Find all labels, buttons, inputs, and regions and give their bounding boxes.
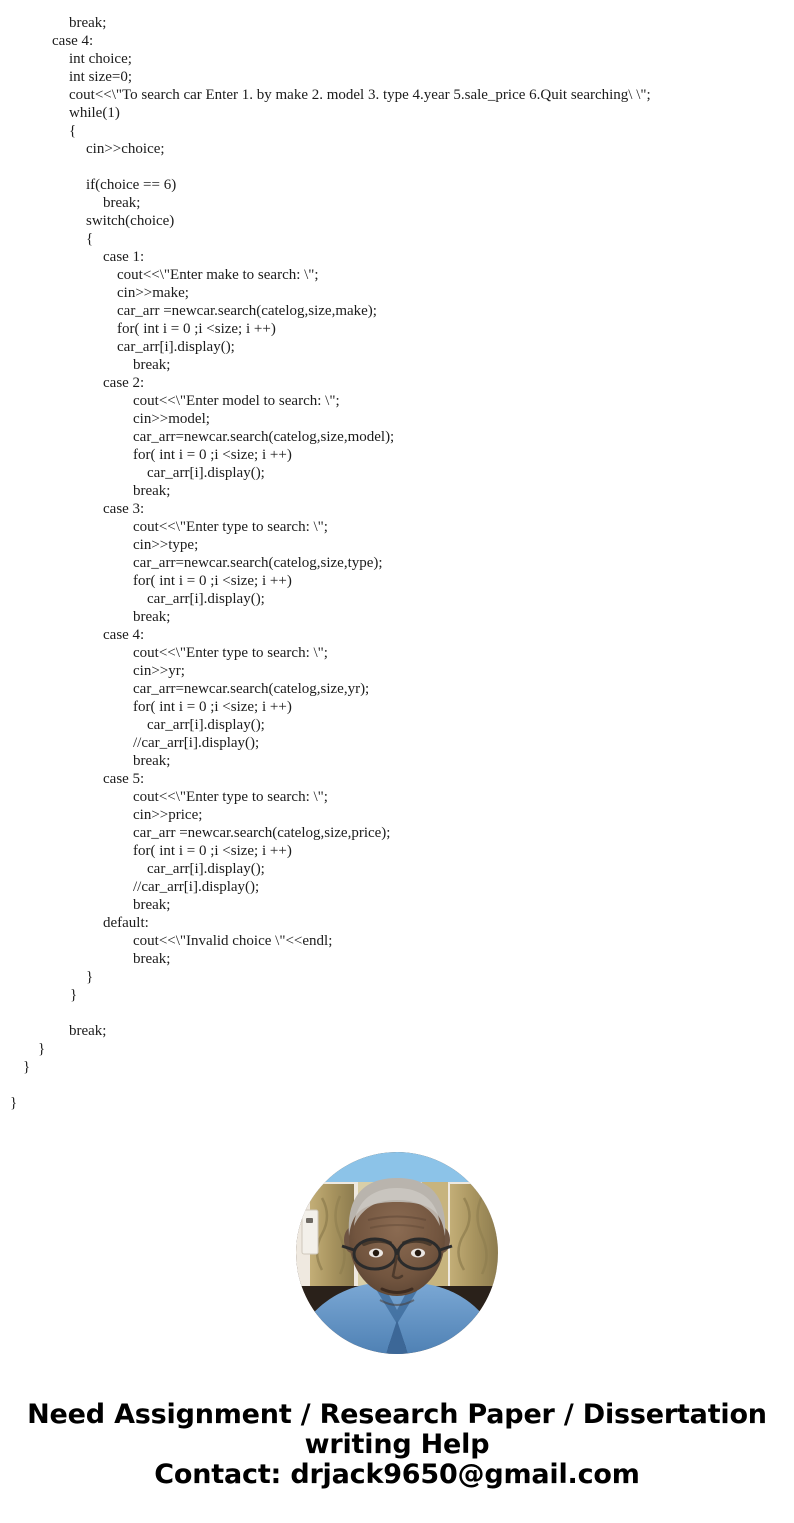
code-line: case 2: (103, 375, 145, 391)
code-line: cout<<\"Enter type to search: \"; (133, 645, 328, 661)
code-line: } (10, 1095, 18, 1111)
code-line: cin>>yr; (133, 663, 185, 679)
code-line (0, 158, 794, 176)
code-line: car_arr[i].display(); (147, 591, 265, 607)
code-line: case 4: (103, 627, 145, 643)
code-line: case 5: (103, 771, 145, 787)
code-line: break; (133, 609, 171, 625)
code-line: cout<<\"Enter type to search: \"; (133, 789, 328, 805)
code-line: car_arr =newcar.search(catelog,size,pric… (133, 825, 391, 841)
code-line: while(1) (69, 105, 120, 121)
code-line: cin>>type; (133, 537, 199, 553)
code-line: break; (103, 195, 141, 211)
footer-line-1: Need Assignment / Research Paper / Disse… (27, 1399, 767, 1430)
code-line: car_arr=newcar.search(catelog,size,yr); (133, 681, 370, 697)
code-line: break; (69, 15, 107, 31)
footer-contact-line: Contact: drjack9650@gmail.com (154, 1459, 640, 1490)
code-line: break; (133, 951, 171, 967)
code-line: car_arr[i].display(); (147, 861, 265, 877)
code-line: case 1: (103, 249, 145, 265)
user-portrait-photo-icon (296, 1152, 498, 1354)
code-line: { (69, 123, 77, 139)
code-line: if(choice == 6) (86, 177, 177, 193)
code-line: break; (133, 483, 171, 499)
code-line: car_arr=newcar.search(catelog,size,model… (133, 429, 395, 445)
code-line: cout<<\"Invalid choice \"<<endl; (133, 933, 333, 949)
code-line: } (23, 1059, 31, 1075)
code-line: for( int i = 0 ;i <size; i ++) (133, 573, 292, 589)
code-line: cin>>model; (133, 411, 210, 427)
code-line: break; (69, 1023, 107, 1039)
code-line: break; (133, 897, 171, 913)
code-line: int choice; (69, 51, 132, 67)
code-line: default: (103, 915, 149, 931)
code-line: cout<<\"Enter model to search: \"; (133, 393, 340, 409)
code-line: car_arr[i].display(); (117, 339, 235, 355)
code-line: for( int i = 0 ;i <size; i ++) (133, 699, 292, 715)
code-line: //car_arr[i].display(); (133, 735, 260, 751)
code-line: break; (133, 357, 171, 373)
code-line: cout<<\"Enter type to search: \"; (133, 519, 328, 535)
code-line: cout<<\"Enter make to search: \"; (117, 267, 319, 283)
code-line: break; (133, 753, 171, 769)
avatar (296, 1152, 498, 1354)
code-line: } (70, 987, 78, 1003)
portrait-illustration (296, 1152, 498, 1354)
code-line: } (86, 969, 94, 985)
code-line: car_arr=newcar.search(catelog,size,type)… (133, 555, 383, 571)
code-line: car_arr[i].display(); (147, 717, 265, 733)
code-line: cin>>price; (133, 807, 203, 823)
code-line: car_arr =newcar.search(catelog,size,make… (117, 303, 377, 319)
code-line: car_arr[i].display(); (147, 465, 265, 481)
code-line: { (86, 231, 94, 247)
promo-footer: Need Assignment / Research Paper / Disse… (0, 1400, 794, 1490)
code-line: for( int i = 0 ;i <size; i ++) (117, 321, 276, 337)
code-line: int size=0; (69, 69, 133, 85)
footer-line-2: writing Help (304, 1429, 490, 1460)
code-line: //car_arr[i].display(); (133, 879, 260, 895)
code-line (0, 1004, 794, 1022)
code-listing: break; case 4: int choice; int size=0; cout<… (0, 15, 794, 1111)
code-line: } (38, 1041, 46, 1057)
code-line: case 4: (52, 33, 94, 49)
code-line: switch(choice) (86, 213, 175, 229)
code-line: for( int i = 0 ;i <size; i ++) (133, 447, 292, 463)
code-line: for( int i = 0 ;i <size; i ++) (133, 843, 292, 859)
code-line (0, 1076, 794, 1094)
code-line: cin>>choice; (86, 141, 165, 157)
code-line: cout<<\"To search car Enter 1. by make 2… (69, 87, 651, 103)
code-line: case 3: (103, 501, 145, 517)
code-line: cin>>make; (117, 285, 189, 301)
